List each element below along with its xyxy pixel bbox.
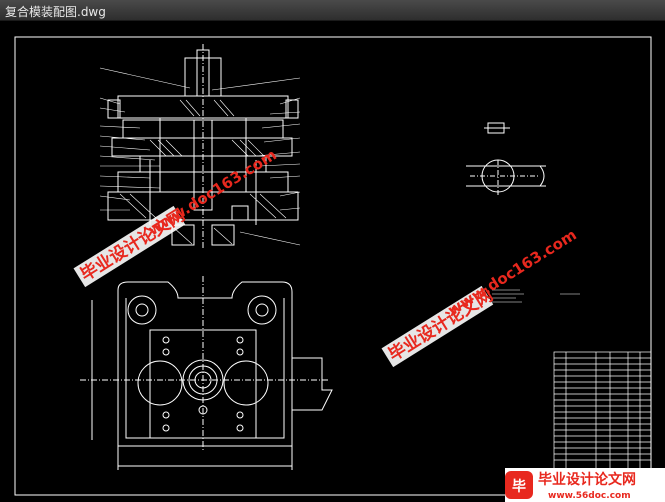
section-hatching bbox=[119, 99, 287, 245]
window-title: 复合模装配图.dwg bbox=[5, 5, 106, 19]
logo-icon bbox=[505, 471, 533, 499]
footer-logo: 毕 毕业设计论文网 www.56doc.com bbox=[505, 468, 665, 502]
drawing-canvas[interactable]: 毕业设计论文网 www.doc163.com 毕业设计论文网 www.doc16… bbox=[0, 21, 665, 502]
part-detail-view bbox=[466, 122, 546, 196]
svg-text:毕: 毕 bbox=[512, 478, 526, 495]
cad-drawing: 毕业设计论文网 www.doc163.com 毕业设计论文网 www.doc16… bbox=[14, 36, 665, 502]
leader-lines bbox=[99, 67, 301, 246]
watermark-url-text-right: www.doc163.com bbox=[445, 226, 580, 320]
window-titlebar: 复合模装配图.dwg bbox=[0, 0, 665, 21]
drawing-border bbox=[14, 36, 652, 496]
footer-logo-name: 毕业设计论文网 bbox=[538, 471, 636, 488]
plan-view bbox=[80, 276, 333, 470]
technical-notes bbox=[492, 289, 580, 303]
watermark-url-right: www.doc163.com bbox=[445, 226, 580, 320]
footer-logo-url: www.56doc.com bbox=[548, 491, 631, 501]
parts-list-table bbox=[553, 351, 652, 471]
